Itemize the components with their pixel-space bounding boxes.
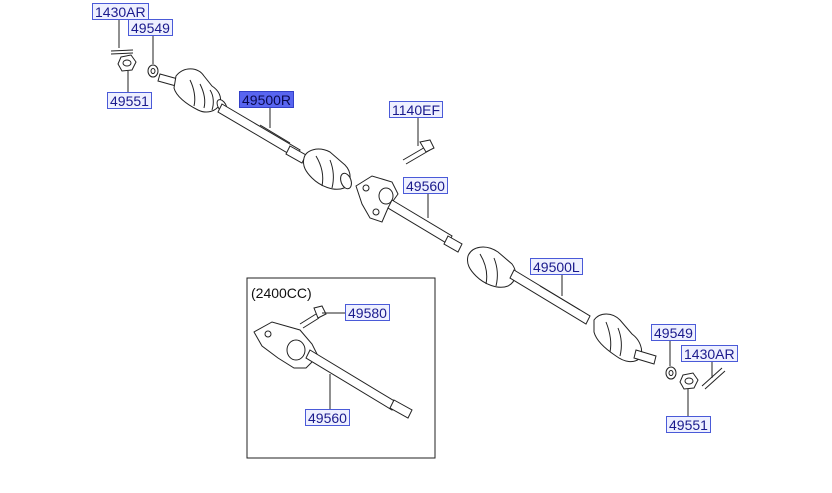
part-label-49560[interactable]: 49560 xyxy=(403,177,448,194)
part-label-1430ar-bottom[interactable]: 1430AR xyxy=(681,345,738,362)
part-label-49500l[interactable]: 49500L xyxy=(530,258,583,275)
part-label-49549-bottom[interactable]: 49549 xyxy=(651,324,696,341)
inset-title: (2400CC) xyxy=(251,285,312,301)
drive-shaft-left xyxy=(467,246,726,390)
leader-lines xyxy=(118,20,713,416)
part-label-49549-top[interactable]: 49549 xyxy=(128,19,173,36)
part-label-1140ef[interactable]: 1140EF xyxy=(389,101,443,118)
drive-shaft-right xyxy=(110,49,352,190)
part-label-1430ar-top[interactable]: 1430AR xyxy=(92,3,149,20)
inset-2400cc xyxy=(246,277,436,459)
part-label-49500r[interactable]: 49500R xyxy=(239,91,295,108)
part-label-49580[interactable]: 49580 xyxy=(345,304,390,321)
part-label-49551-top[interactable]: 49551 xyxy=(107,92,152,109)
part-label-49551-bottom[interactable]: 49551 xyxy=(666,416,711,433)
intermediate-shaft xyxy=(355,139,463,253)
part-label-49560-inset[interactable]: 49560 xyxy=(305,409,350,426)
